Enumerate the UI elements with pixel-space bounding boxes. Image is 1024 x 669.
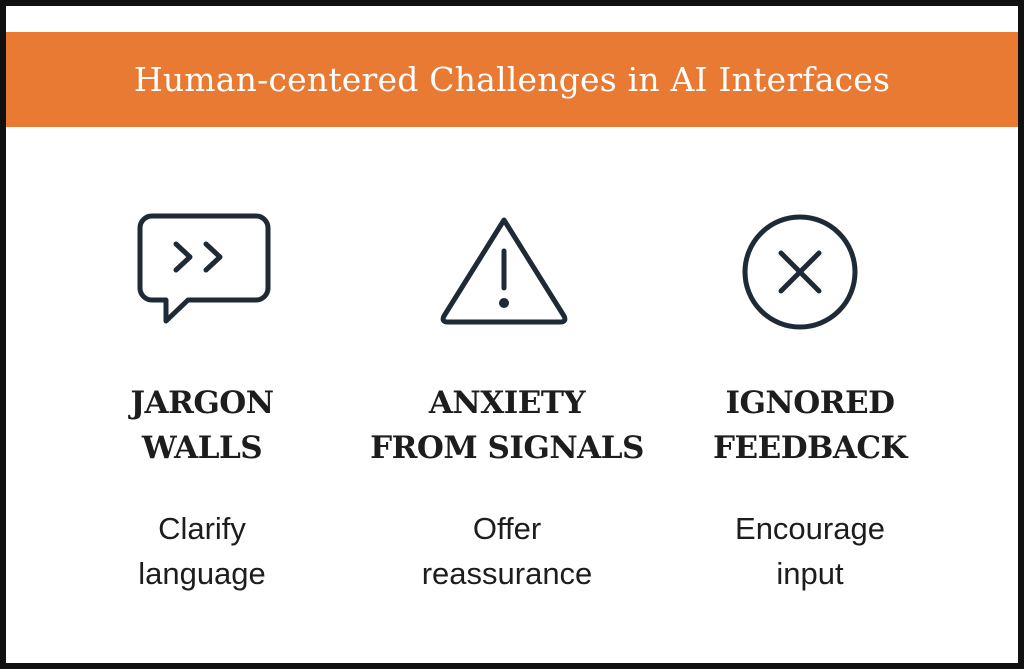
heading-line: JARGON [130, 385, 274, 421]
solution-line: input [776, 556, 844, 591]
solution-line: Clarify [158, 511, 246, 546]
heading-line: WALLS [141, 430, 263, 466]
circle-x-icon [725, 206, 875, 346]
heading-line: FROM SIGNALS [370, 430, 644, 466]
challenge-solution: Clarify language [42, 506, 362, 596]
title-banner: Human-centered Challenges in AI Interfac… [6, 32, 1018, 127]
challenge-heading: ANXIETY FROM SIGNALS [347, 381, 667, 471]
challenge-solution: Offer reassurance [347, 506, 667, 596]
heading-line: FEEDBACK [712, 430, 908, 466]
challenge-heading: IGNORED FEEDBACK [650, 381, 970, 471]
challenge-solution: Encourage input [650, 506, 970, 596]
solution-line: Encourage [735, 511, 885, 546]
solution-line: reassurance [421, 556, 593, 591]
heading-line: IGNORED [725, 385, 895, 421]
solution-line: Offer [472, 511, 542, 546]
banner-title: Human-centered Challenges in AI Interfac… [133, 60, 891, 99]
challenge-jargon-walls: JARGON WALLS Clarify language [42, 6, 362, 663]
challenge-ignored-feedback: IGNORED FEEDBACK Encourage input [650, 6, 970, 663]
heading-line: ANXIETY [428, 385, 586, 421]
solution-line: language [138, 556, 266, 591]
chat-bubble-chevrons-icon [130, 206, 280, 346]
challenge-anxiety-signals: ANXIETY FROM SIGNALS Offer reassurance [347, 6, 667, 663]
challenge-heading: JARGON WALLS [42, 381, 362, 471]
warning-triangle-icon [429, 206, 579, 346]
